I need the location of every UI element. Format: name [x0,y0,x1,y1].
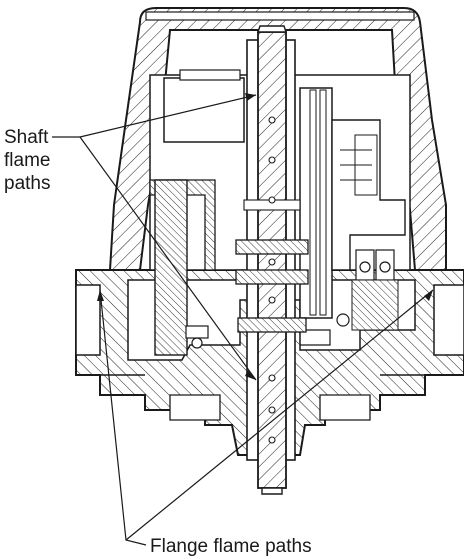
label-shaft-flame-paths-line2: flame [4,150,50,171]
central-shaft [235,25,309,495]
label-shaft-flame-paths-line1: Shaft [4,127,49,148]
label-flange-flame-paths: Flange flame paths [150,536,312,557]
label-shaft-flame-paths-line3: paths [4,173,50,194]
leader-arrowheads [97,93,433,380]
internal-chamber [149,69,411,356]
leader-lines [52,94,434,546]
